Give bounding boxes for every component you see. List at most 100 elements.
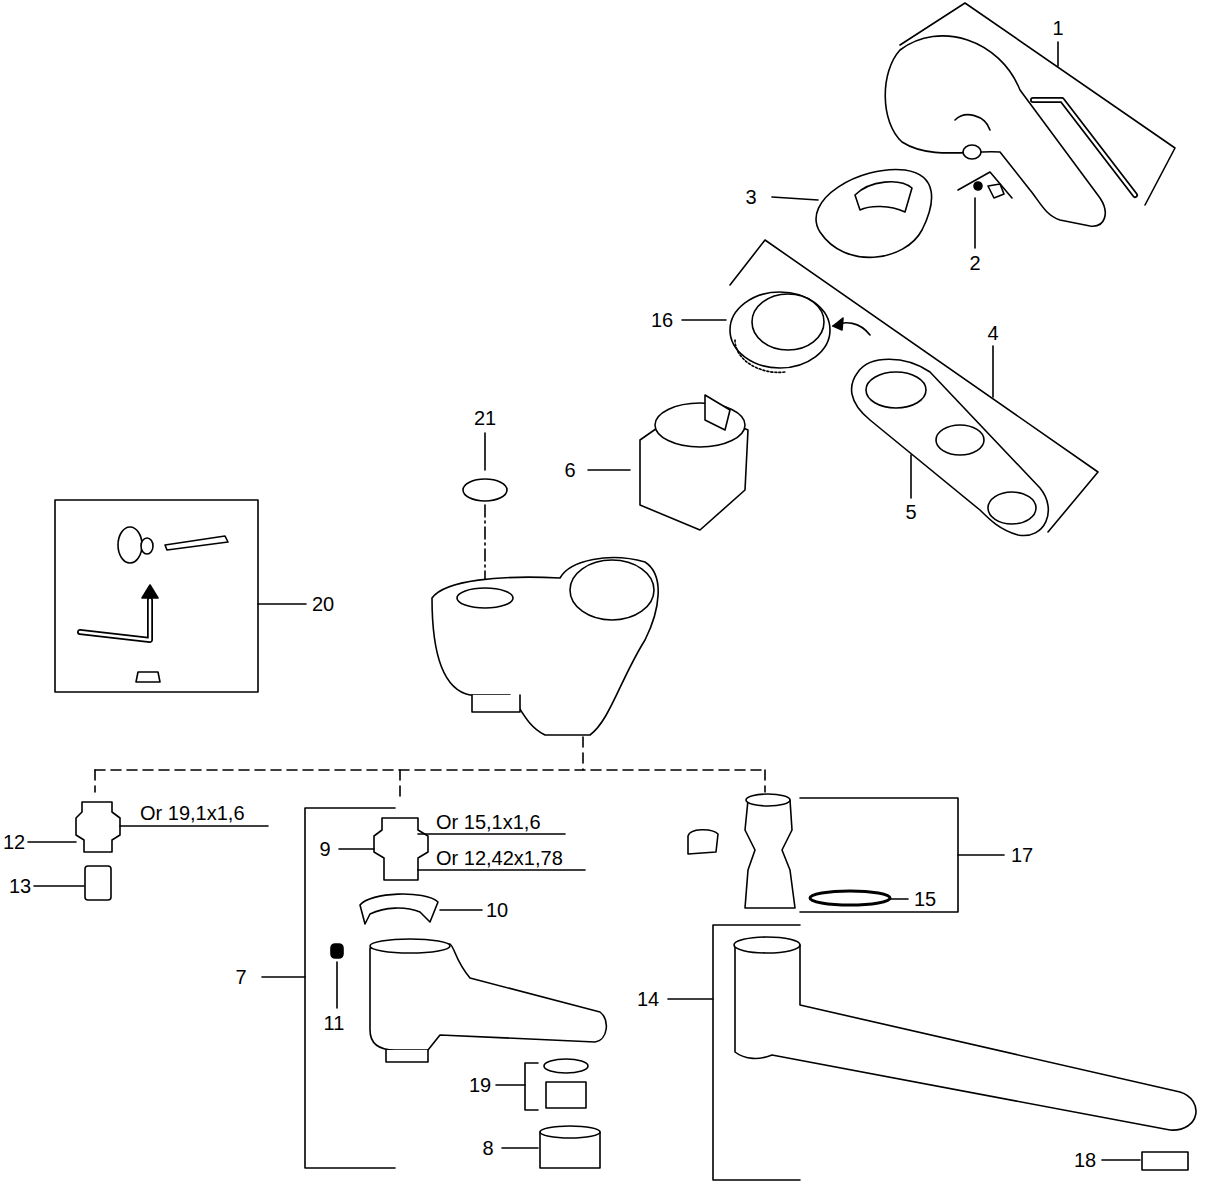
callout-number: 21 (474, 408, 496, 428)
leader-line (336, 962, 338, 1008)
plate-hole (866, 372, 926, 408)
callout-number: 2 (969, 253, 980, 273)
threaded-stub (472, 695, 520, 712)
callout-number: 13 (9, 876, 31, 896)
diverter-cartridge (745, 800, 795, 908)
axis-line (484, 505, 486, 585)
callout-number: 11 (324, 1013, 345, 1033)
o-ring-spec: Or 15,1x1,6 (436, 812, 541, 832)
callout-number: 3 (745, 187, 756, 207)
cover-cone (816, 170, 932, 258)
washer (544, 1059, 588, 1073)
leader-line (682, 319, 726, 321)
cartridge-stem (705, 395, 730, 430)
mounting-plate (852, 359, 1049, 535)
callout-number: 15 (914, 889, 936, 909)
allen-key-inner (1033, 100, 1135, 195)
callout-number: 20 (312, 594, 334, 614)
callout-number: 16 (651, 310, 673, 330)
leader-line (258, 603, 306, 605)
o-ring (810, 891, 890, 905)
leader-line (974, 198, 976, 248)
long-spout (735, 945, 1196, 1130)
callout-number: 12 (3, 832, 25, 852)
leader-line (440, 909, 482, 911)
rosette (118, 527, 142, 563)
leader-line (262, 976, 305, 978)
spout-top (734, 937, 800, 953)
leader-line (339, 848, 374, 850)
o-ring-spec: Or 19,1x1,6 (140, 803, 245, 823)
body-opening (570, 560, 654, 620)
dashed-guide (95, 737, 765, 802)
grub-screw (142, 585, 158, 598)
clip (360, 894, 438, 924)
callout-number: 7 (235, 967, 246, 987)
leader-line (418, 869, 585, 871)
leader-line (1102, 1159, 1140, 1161)
spout-aerator (1142, 1152, 1188, 1170)
handle-detail (955, 115, 990, 130)
kit-box (55, 500, 258, 692)
rosette-boss (141, 538, 153, 554)
leader-line (28, 841, 76, 843)
nut (136, 672, 160, 682)
leader-line (588, 469, 630, 471)
ring-inner (752, 294, 824, 350)
callout-number: 1 (1052, 18, 1063, 38)
leader-line (120, 825, 268, 827)
callout-number: 10 (486, 900, 508, 920)
leader-line (668, 998, 713, 1000)
short-spout (370, 944, 606, 1050)
retaining-clip (688, 830, 718, 854)
callout-number: 9 (319, 839, 330, 859)
fitting (76, 802, 120, 852)
leader-line (502, 1147, 538, 1149)
arrowhead (833, 318, 843, 330)
allen-key-inner (80, 600, 150, 640)
o-ring-spec: Or 12,42x1,78 (436, 848, 563, 868)
screw (165, 536, 228, 550)
plate-hole (936, 425, 984, 455)
leader-line (890, 898, 908, 900)
callout-number: 8 (482, 1138, 493, 1158)
plate-hole (988, 492, 1036, 524)
body-hole (457, 588, 513, 608)
aerator-top (540, 1126, 600, 1138)
cartridge-top (655, 403, 745, 447)
callout-number: 14 (637, 989, 659, 1009)
allen-key (80, 600, 150, 640)
bracket (525, 1063, 538, 1110)
bracket (730, 240, 1098, 532)
cover-opening (855, 182, 912, 212)
handle-hole (963, 145, 981, 159)
leader-line (34, 885, 84, 887)
bracket (958, 172, 1012, 198)
cap (463, 479, 507, 501)
callout-number: 17 (1011, 845, 1033, 865)
thread (735, 340, 785, 372)
callout-number: 5 (905, 502, 916, 522)
leader-line (418, 833, 565, 835)
callout-number: 18 (1074, 1150, 1096, 1170)
grub-screw (974, 182, 982, 190)
callout-number: 6 (564, 460, 575, 480)
leader-line (772, 197, 818, 200)
spout-thread (386, 1050, 428, 1062)
spout-top (370, 939, 450, 953)
nut (988, 184, 1004, 198)
callout-number: 19 (469, 1075, 491, 1095)
callout-number: 4 (987, 323, 998, 343)
leader-line (992, 346, 994, 397)
diverter-top (746, 794, 790, 806)
allen-key (1033, 100, 1135, 195)
leader-line (1057, 42, 1059, 66)
leader-line (496, 1084, 525, 1086)
grub-screw (331, 944, 343, 958)
bracket (800, 798, 958, 912)
sleeve (85, 866, 111, 900)
leader-line (484, 433, 486, 470)
insert (546, 1082, 586, 1108)
